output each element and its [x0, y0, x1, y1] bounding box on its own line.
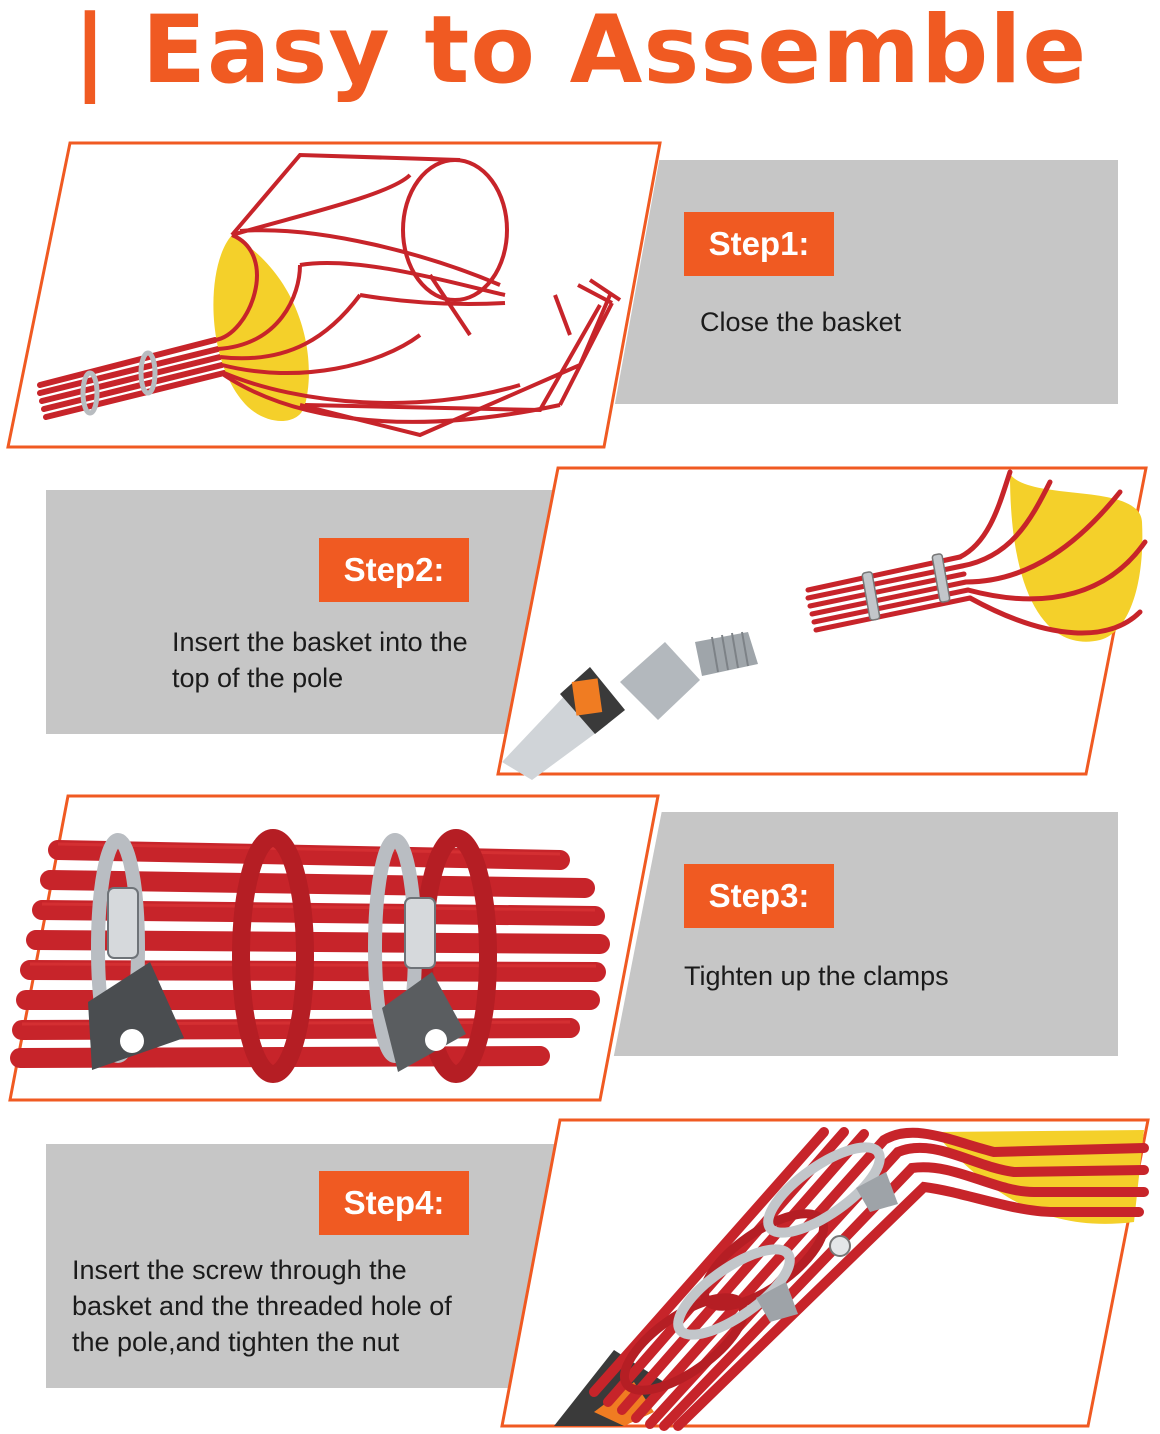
step2-panel [46, 490, 564, 734]
step1-badge: Step1: [684, 212, 834, 276]
step2-badge: Step2: [319, 538, 469, 602]
step4-badge: Step4: [319, 1171, 469, 1235]
step1-panel [600, 160, 1118, 404]
step1-description: Close the basket [700, 307, 902, 337]
step3-image [0, 788, 670, 1108]
step4-description: Insert the screw through the basket and … [72, 1255, 452, 1357]
step2-image [490, 462, 1160, 782]
step3-badge: Step3: [684, 864, 834, 928]
step3-panel [600, 812, 1118, 1056]
step3-description: Tighten up the clamps [684, 961, 949, 991]
step4-image [494, 1112, 1160, 1434]
step4-panel [46, 1144, 564, 1388]
step2-description: Insert the basket into the top of the po… [172, 627, 468, 693]
page-title: | Easy to Assemble [72, 0, 1088, 105]
step1-image [0, 135, 670, 455]
